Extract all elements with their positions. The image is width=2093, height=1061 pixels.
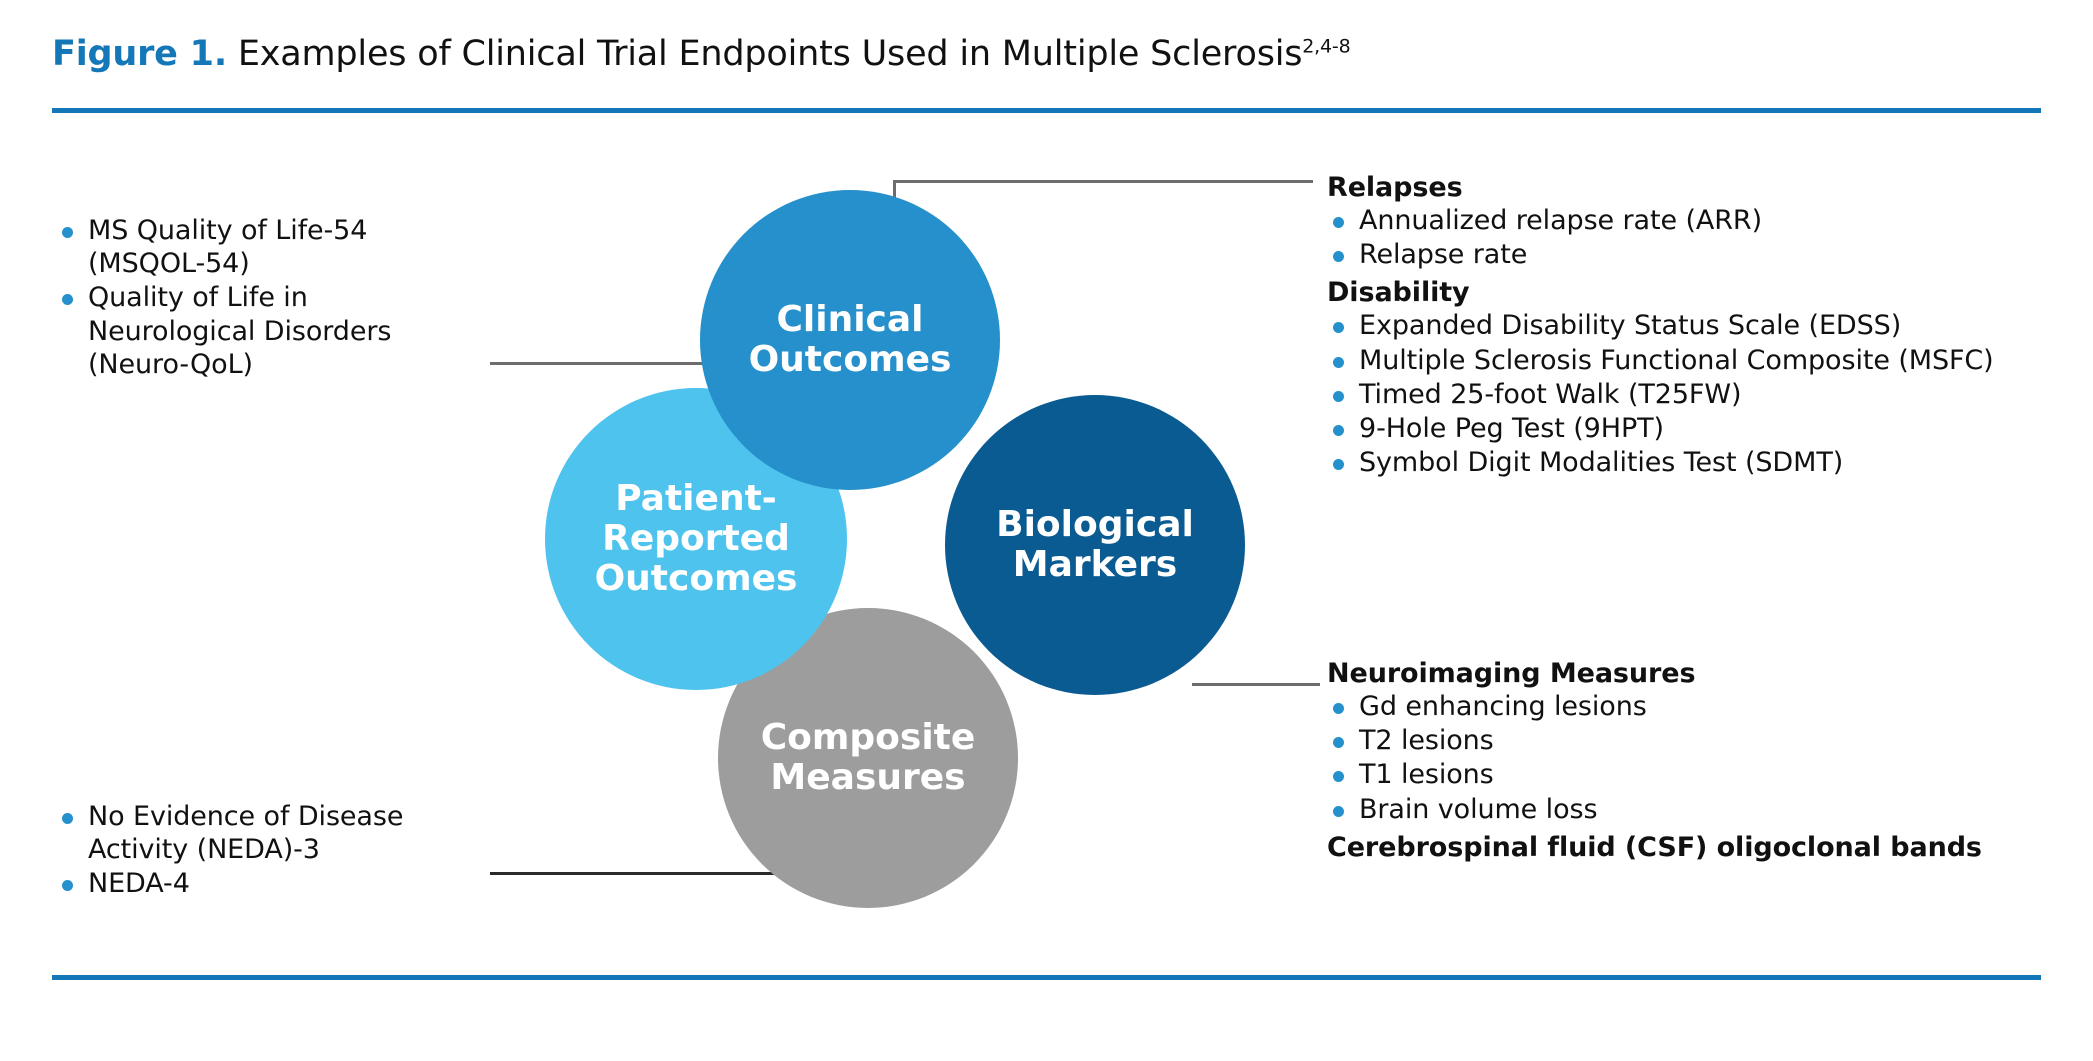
left-top-bullet-list: MS Quality of Life-54 (MSQOL-54) Quality… [56, 214, 416, 381]
connector-patient-horizontal [490, 362, 717, 365]
list-item: T2 lesions [1327, 724, 2057, 757]
list-item: Brain volume loss [1327, 793, 2057, 826]
circle-biological-line1: Biological [996, 503, 1194, 545]
csf-oligoclonal-bands-label: Cerebrospinal fluid (CSF) oligoclonal ba… [1327, 831, 1982, 863]
circle-patient-line1: Patient- [615, 477, 777, 519]
list-item: T1 lesions [1327, 758, 2057, 791]
list-item: No Evidence of Disease Activity (NEDA)-3 [56, 800, 436, 866]
list-item: Quality of Life in Neurological Disorder… [56, 281, 416, 381]
circle-patient-label: Patient- Reported Outcomes [594, 477, 798, 600]
divider-top [52, 108, 2041, 113]
list-item: Symbol Digit Modalities Test (SDMT) [1327, 446, 2057, 479]
section-heading-relapses: Relapses [1327, 172, 1463, 203]
list-item: Gd enhancing lesions [1327, 690, 2057, 723]
circle-composite-line1: Composite [760, 716, 976, 758]
circle-clinical-label: Clinical Outcomes [748, 298, 952, 381]
circle-patient-line2: Reported [602, 517, 790, 559]
left-bottom-bullet-list: No Evidence of Disease Activity (NEDA)-3… [56, 800, 436, 901]
relapses-bullet-list: Annualized relapse rate (ARR) Relapse ra… [1327, 204, 2057, 271]
section-heading-disability: Disability [1327, 277, 1470, 309]
circle-biological-markers[interactable]: Biological Markers [945, 395, 1245, 695]
circle-composite-label: Composite Measures [760, 716, 976, 799]
connector-clinical-horizontal [893, 180, 1313, 183]
circle-clinical-outcomes[interactable]: Clinical Outcomes [700, 190, 1000, 490]
list-item: NEDA-4 [56, 867, 436, 900]
list-item: Annualized relapse rate (ARR) [1327, 204, 2057, 237]
circle-biological-label: Biological Markers [996, 503, 1194, 586]
list-item: 9-Hole Peg Test (9HPT) [1327, 412, 2057, 445]
clinical-outcomes-details: Relapses Annualized relapse rate (ARR) R… [1327, 172, 2057, 485]
figure-title-superscript: 2,4-8 [1302, 35, 1351, 58]
circle-clinical-line1: Clinical [776, 298, 924, 340]
list-item: Multiple Sclerosis Functional Composite … [1327, 344, 2057, 377]
neuroimaging-bullet-list: Gd enhancing lesions T2 lesions T1 lesio… [1327, 690, 2057, 826]
divider-bottom [52, 975, 2041, 980]
circle-composite-line2: Measures [770, 757, 966, 798]
list-item: Timed 25-foot Walk (T25FW) [1327, 378, 2057, 411]
circle-clinical-line2: Outcomes [748, 339, 952, 380]
connector-composite-horizontal [490, 872, 800, 875]
circle-patient-line3: Outcomes [594, 558, 798, 600]
list-item: Expanded Disability Status Scale (EDSS) [1327, 309, 2057, 342]
page-title: Figure 1. Examples of Clinical Trial End… [52, 34, 2041, 74]
circle-biological-line2: Markers [1012, 544, 1178, 585]
patient-reported-outcomes-list: MS Quality of Life-54 (MSQOL-54) Quality… [56, 214, 416, 387]
list-item: Relapse rate [1327, 238, 2057, 271]
composite-measures-list: No Evidence of Disease Activity (NEDA)-3… [56, 800, 436, 907]
figure-title-text: Examples of Clinical Trial Endpoints Use… [226, 34, 1303, 74]
disability-bullet-list: Expanded Disability Status Scale (EDSS) … [1327, 309, 2057, 479]
figure-label: Figure 1. [52, 34, 227, 74]
biological-markers-details: Neuroimaging Measures Gd enhancing lesio… [1327, 658, 2057, 863]
section-heading-neuroimaging: Neuroimaging Measures [1327, 658, 1696, 689]
connector-biological-horizontal [1192, 683, 1320, 686]
list-item: MS Quality of Life-54 (MSQOL-54) [56, 214, 416, 280]
